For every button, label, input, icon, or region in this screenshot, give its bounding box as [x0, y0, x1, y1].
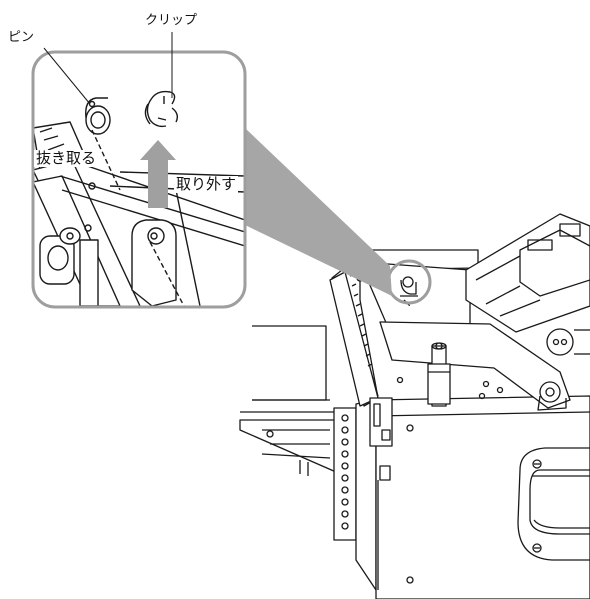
label-clip: クリップ: [145, 13, 198, 28]
label-pin: ピン: [8, 30, 35, 45]
label-remove: 取り外す: [174, 175, 239, 193]
machine-drawing: [239, 213, 590, 599]
arrow-up-icon: [140, 140, 176, 208]
callout-wedge: [245, 128, 392, 296]
pin-icon: [85, 97, 121, 191]
pin-leader: [43, 47, 91, 105]
e-clip-icon: [144, 90, 179, 128]
label-pull-out: 抜き取る: [34, 149, 99, 167]
